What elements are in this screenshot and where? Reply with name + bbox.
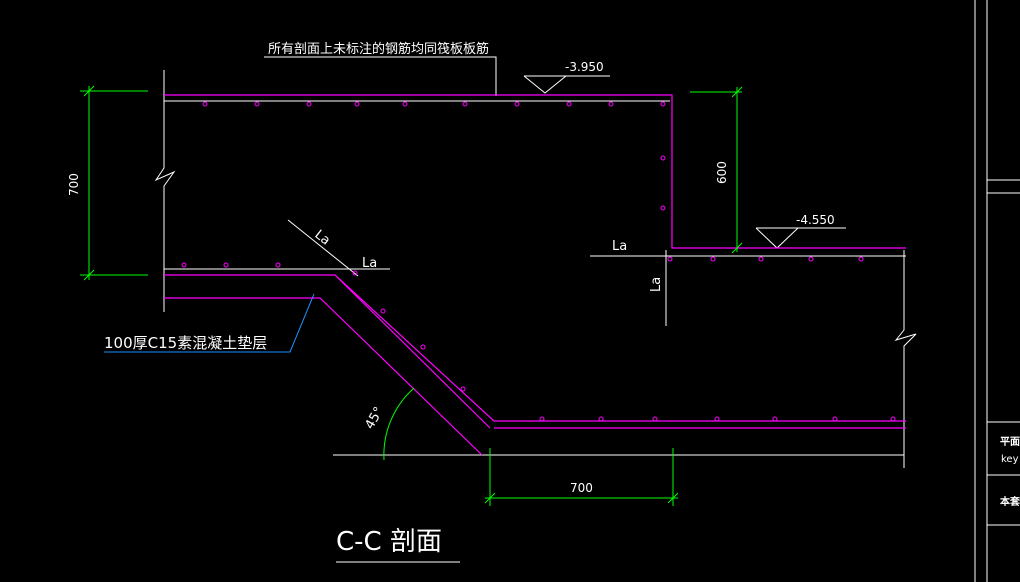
- rebar-dot: [808, 256, 814, 262]
- dim-tick: [484, 492, 496, 504]
- rebar-dot: [380, 308, 386, 314]
- rebar-dot: [354, 101, 360, 107]
- rebar-dot: [660, 205, 666, 211]
- rebar-dot: [890, 416, 896, 422]
- la-label-diagonal: La: [312, 227, 333, 248]
- rebar-dot: [608, 101, 614, 107]
- dimension-lines: [80, 85, 743, 506]
- rebar-dot: [254, 101, 260, 107]
- section-title: C-C 剖面: [336, 527, 442, 557]
- la-diagonal-marker: [287, 219, 359, 277]
- rebar-dot: [202, 101, 208, 107]
- elevation-label-right: -4.550: [796, 213, 835, 227]
- rebar-dot: [352, 270, 358, 276]
- rebar-dot: [660, 155, 666, 161]
- rebar-lines: [164, 94, 906, 456]
- rebar-dot: [660, 101, 666, 107]
- note-leader: [264, 56, 497, 96]
- rebar-dot: [460, 386, 466, 392]
- elevation-label-top: -3.950: [565, 60, 604, 74]
- right-break-line: [894, 250, 917, 468]
- dim-tick: [731, 242, 743, 254]
- rebar-dot: [758, 256, 764, 262]
- dim-label-700-bottom: 700: [570, 481, 593, 495]
- rebar-dots: [181, 101, 896, 422]
- rebar-dot: [667, 256, 673, 262]
- dim-label-700-left: 700: [67, 173, 81, 196]
- rebar-dot: [539, 416, 545, 422]
- rebar-dot: [420, 344, 426, 350]
- angle-label: 45°: [362, 405, 387, 432]
- rebar-dot: [832, 416, 838, 422]
- top-rebar: [164, 94, 906, 249]
- title-block-label: 平面: [1000, 436, 1020, 448]
- dim-label-600-right: 600: [715, 161, 729, 184]
- elevation-marker-right: [755, 227, 800, 249]
- rebar-dot: [566, 101, 572, 107]
- structure-lines: [154, 56, 917, 563]
- rebar-dot: [514, 101, 520, 107]
- dim-tick: [83, 85, 95, 97]
- title-block-label: key: [1001, 454, 1019, 465]
- elevation-marker-top: [523, 75, 568, 94]
- rebar-dot: [858, 256, 864, 262]
- lower-rebar-inner: [164, 274, 906, 422]
- general-note: 所有剖面上未标注的钢筋均同筏板板筋: [268, 41, 489, 57]
- rebar-dot: [714, 416, 720, 422]
- angle-arc-45: [383, 387, 415, 461]
- title-block-label: 本套: [1000, 495, 1020, 508]
- bedding-leader: [104, 293, 315, 353]
- rebar-dot: [275, 262, 281, 268]
- la-label-right: La: [612, 239, 627, 254]
- dim-tick: [83, 269, 95, 281]
- rebar-dot: [772, 416, 778, 422]
- rebar-dot: [402, 101, 408, 107]
- dim-tick: [667, 492, 679, 504]
- bedding-note: 100厚C15素混凝土垫层: [104, 334, 267, 352]
- left-break-line: [154, 70, 176, 312]
- rebar-dot: [462, 101, 468, 107]
- dim-tick: [731, 86, 743, 98]
- rebar-dot: [306, 101, 312, 107]
- rebar-dot: [181, 262, 187, 268]
- rebar-dot: [710, 256, 716, 262]
- rebar-dot: [223, 262, 229, 268]
- rebar-dot: [598, 416, 604, 422]
- title-block: [974, 0, 1020, 582]
- la-label-left: La: [362, 256, 377, 271]
- la-label-vertical: La: [649, 277, 664, 292]
- rebar-dot: [652, 416, 658, 422]
- slope-rebar: [337, 277, 491, 429]
- lower-rebar-outer: [164, 297, 483, 456]
